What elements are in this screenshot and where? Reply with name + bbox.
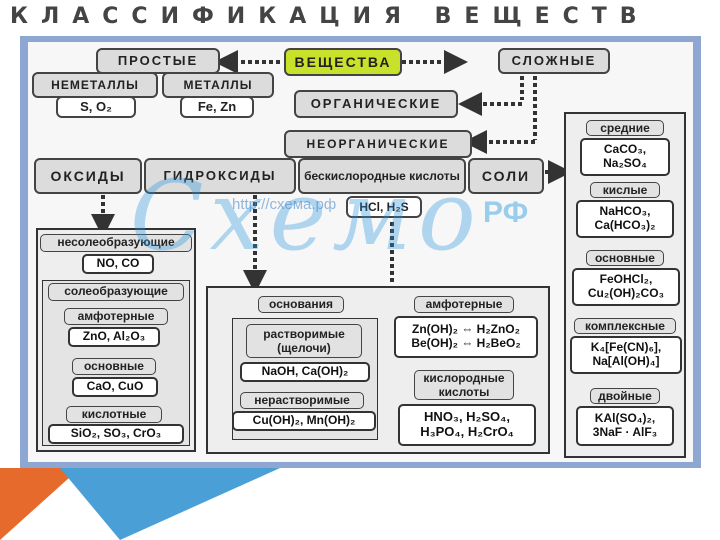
watermark-url: http://схема.рф — [232, 196, 337, 213]
hydroxides-amph-examples: Zn(OH)₂ ⇔ H₂ZnO₂ Be(OH)₂ ⇔ H₂BeO₂ — [394, 316, 538, 358]
node-hydroxides: ГИДРОКСИДЫ — [144, 158, 296, 194]
salts-acid-label: кислые — [590, 182, 660, 198]
hydroxides-insoluble-label: нерастворимые — [240, 392, 364, 409]
salts-acid-examples: NaHCO₃, Ca(HCO₃)₂ — [576, 200, 674, 238]
hydroxides-amph-example-1: Zn(OH)₂ ⇔ H₂ZnO₂ — [412, 322, 520, 337]
node-nonmetals: НЕМЕТАЛЛЫ — [32, 72, 158, 98]
node-nonmetals-examples: S, O₂ — [56, 96, 136, 118]
node-simple: ПРОСТЫЕ — [96, 48, 220, 74]
hydroxides-oxyacids-label: кислородные кислоты — [414, 370, 514, 400]
oxides-basic-examples: CaO, CuO — [72, 377, 158, 397]
hydroxides-soluble-label: растворимые (щелочи) — [246, 324, 362, 358]
node-salts: СОЛИ — [468, 158, 544, 194]
oxides-amphoteric-label: амфотерные — [64, 308, 168, 325]
salts-medium-examples: CaCO₃, Na₂SO₄ — [580, 138, 670, 176]
title-band: КЛАССИФИКАЦИЯ ВЕЩЕСТВ — [0, 0, 720, 36]
hydroxides-oxyacid-example-2: H₃PO₄, H₂CrO₄ — [420, 424, 514, 439]
salts-basic-examples: FeOHCl₂, Cu₂(OH)₂CO₃ — [572, 268, 680, 306]
oxides-acidic-label: кислотные — [66, 406, 162, 423]
oxides-basic-label: основные — [72, 358, 156, 375]
oxides-salt-label: солеобразующие — [48, 283, 184, 301]
salts-basic-label: основные — [586, 250, 664, 266]
slide-title: КЛАССИФИКАЦИЯ ВЕЩЕСТВ — [10, 4, 650, 29]
node-substances: ВЕЩЕСТВА — [284, 48, 402, 76]
salts-double-examples: KAl(SO₄)₂, 3NaF · AlF₃ — [576, 406, 674, 446]
salts-medium-label: средние — [586, 120, 664, 136]
hydroxides-oxyacids-examples: HNO₃, H₂SO₄, H₃PO₄, H₂CrO₄ — [398, 404, 536, 446]
node-metals-examples: Fe, Zn — [180, 96, 254, 118]
node-anoxic-acids: бескислородные кислоты — [298, 158, 466, 194]
node-complex: СЛОЖНЫЕ — [498, 48, 610, 74]
node-anoxic-acids-examples: HCl, H₂S — [346, 196, 422, 218]
oxides-nonsalt-examples: NO, CO — [82, 254, 154, 274]
oxides-amphoteric-examples: ZnO, Al₂O₃ — [68, 327, 160, 347]
node-inorganic: НЕОРГАНИЧЕСКИЕ — [284, 130, 472, 158]
hydroxides-amph-example-2: Be(OH)₂ ⇔ H₂BeO₂ — [411, 336, 521, 350]
hydroxides-amph-label: амфотерные — [414, 296, 514, 313]
hydroxides-bases-label: основания — [258, 296, 344, 313]
hydroxides-insoluble-examples: Cu(OH)₂, Mn(OH)₂ — [232, 411, 376, 431]
oxides-nonsalt-label: несолеобразующие — [40, 234, 192, 252]
hydroxides-soluble-examples: NaOH, Ca(OH)₂ — [240, 362, 370, 382]
blue-triangle-decoration — [60, 468, 280, 540]
node-metals: МЕТАЛЛЫ — [162, 72, 274, 98]
node-organic: ОРГАНИЧЕСКИЕ — [294, 90, 458, 118]
oxides-acidic-examples: SiO₂, SO₃, CrO₃ — [48, 424, 184, 444]
salts-complex-label: комплексные — [574, 318, 676, 334]
hydroxides-oxyacid-example-1: HNO₃, H₂SO₄, — [424, 409, 510, 425]
watermark-rf: РФ — [483, 196, 529, 229]
salts-double-label: двойные — [590, 388, 660, 404]
salts-complex-examples: K₄[Fe(CN)₆], Na[Al(OH)₄] — [570, 336, 682, 374]
node-oxides: ОКСИДЫ — [34, 158, 142, 194]
